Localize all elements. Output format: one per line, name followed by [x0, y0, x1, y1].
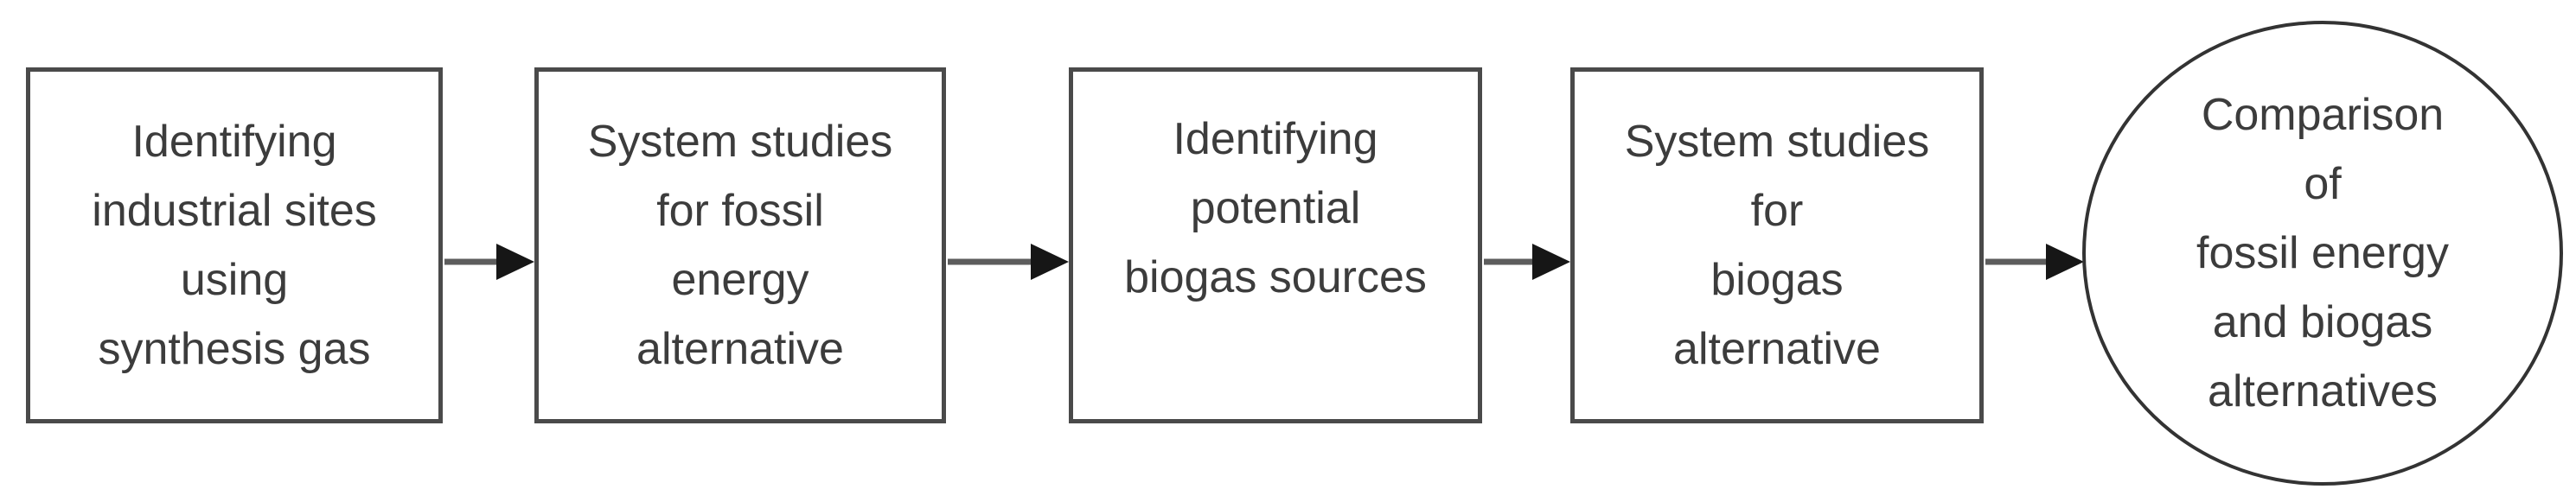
arrow-shaft: [444, 258, 503, 265]
text-line: biogas: [1710, 255, 1844, 305]
flow-step-system-studies-biogas: System studies for biogas alternative: [1570, 67, 1984, 423]
text-line: alternative: [1673, 324, 1881, 374]
arrow-shaft: [1985, 258, 2053, 265]
arrow-shaft: [1484, 258, 1539, 265]
arrow-right-icon: [496, 244, 534, 280]
text-line: Identifying: [1173, 114, 1378, 164]
text-line: System studies: [587, 117, 893, 167]
text-line: for: [1750, 186, 1804, 236]
text-line: Comparison: [2201, 90, 2445, 140]
flow-step-identifying-industrial-sites: Identifying industrial sites using synth…: [26, 67, 443, 423]
arrow-shaft: [948, 258, 1038, 265]
text-line: alternative: [636, 324, 844, 374]
text-line: biogas sources: [1124, 252, 1427, 302]
arrow-right-icon: [1532, 244, 1570, 280]
text-line: energy: [671, 255, 809, 305]
text-line: synthesis gas: [98, 324, 371, 374]
flow-step-identifying-biogas-sources: Identifying potential biogas sources: [1069, 67, 1482, 423]
text-line: using: [180, 255, 289, 305]
text-line: fossil energy: [2196, 228, 2449, 278]
text-line: alternatives: [2208, 366, 2438, 416]
arrow-right-icon: [2046, 244, 2084, 280]
text-line: for fossil: [656, 186, 824, 236]
connector-arrow-step2-step3: [948, 243, 1069, 281]
arrow-right-icon: [1031, 244, 1069, 280]
connector-arrow-step1-step2: [444, 243, 534, 281]
text-line: industrial sites: [92, 186, 377, 236]
text-line: of: [2304, 159, 2342, 209]
flow-step-system-studies-fossil: System studies for fossil energy alterna…: [534, 67, 946, 423]
connector-arrow-step4-result: [1985, 243, 2084, 281]
text-line: System studies: [1624, 117, 1930, 167]
flow-result-comparison-ellipse: Comparison of fossil energy and biogas a…: [2082, 21, 2563, 486]
text-line: potential: [1190, 183, 1361, 233]
text-line: and biogas: [2212, 297, 2433, 347]
text-line: Identifying: [131, 117, 337, 167]
connector-arrow-step3-step4: [1484, 243, 1570, 281]
